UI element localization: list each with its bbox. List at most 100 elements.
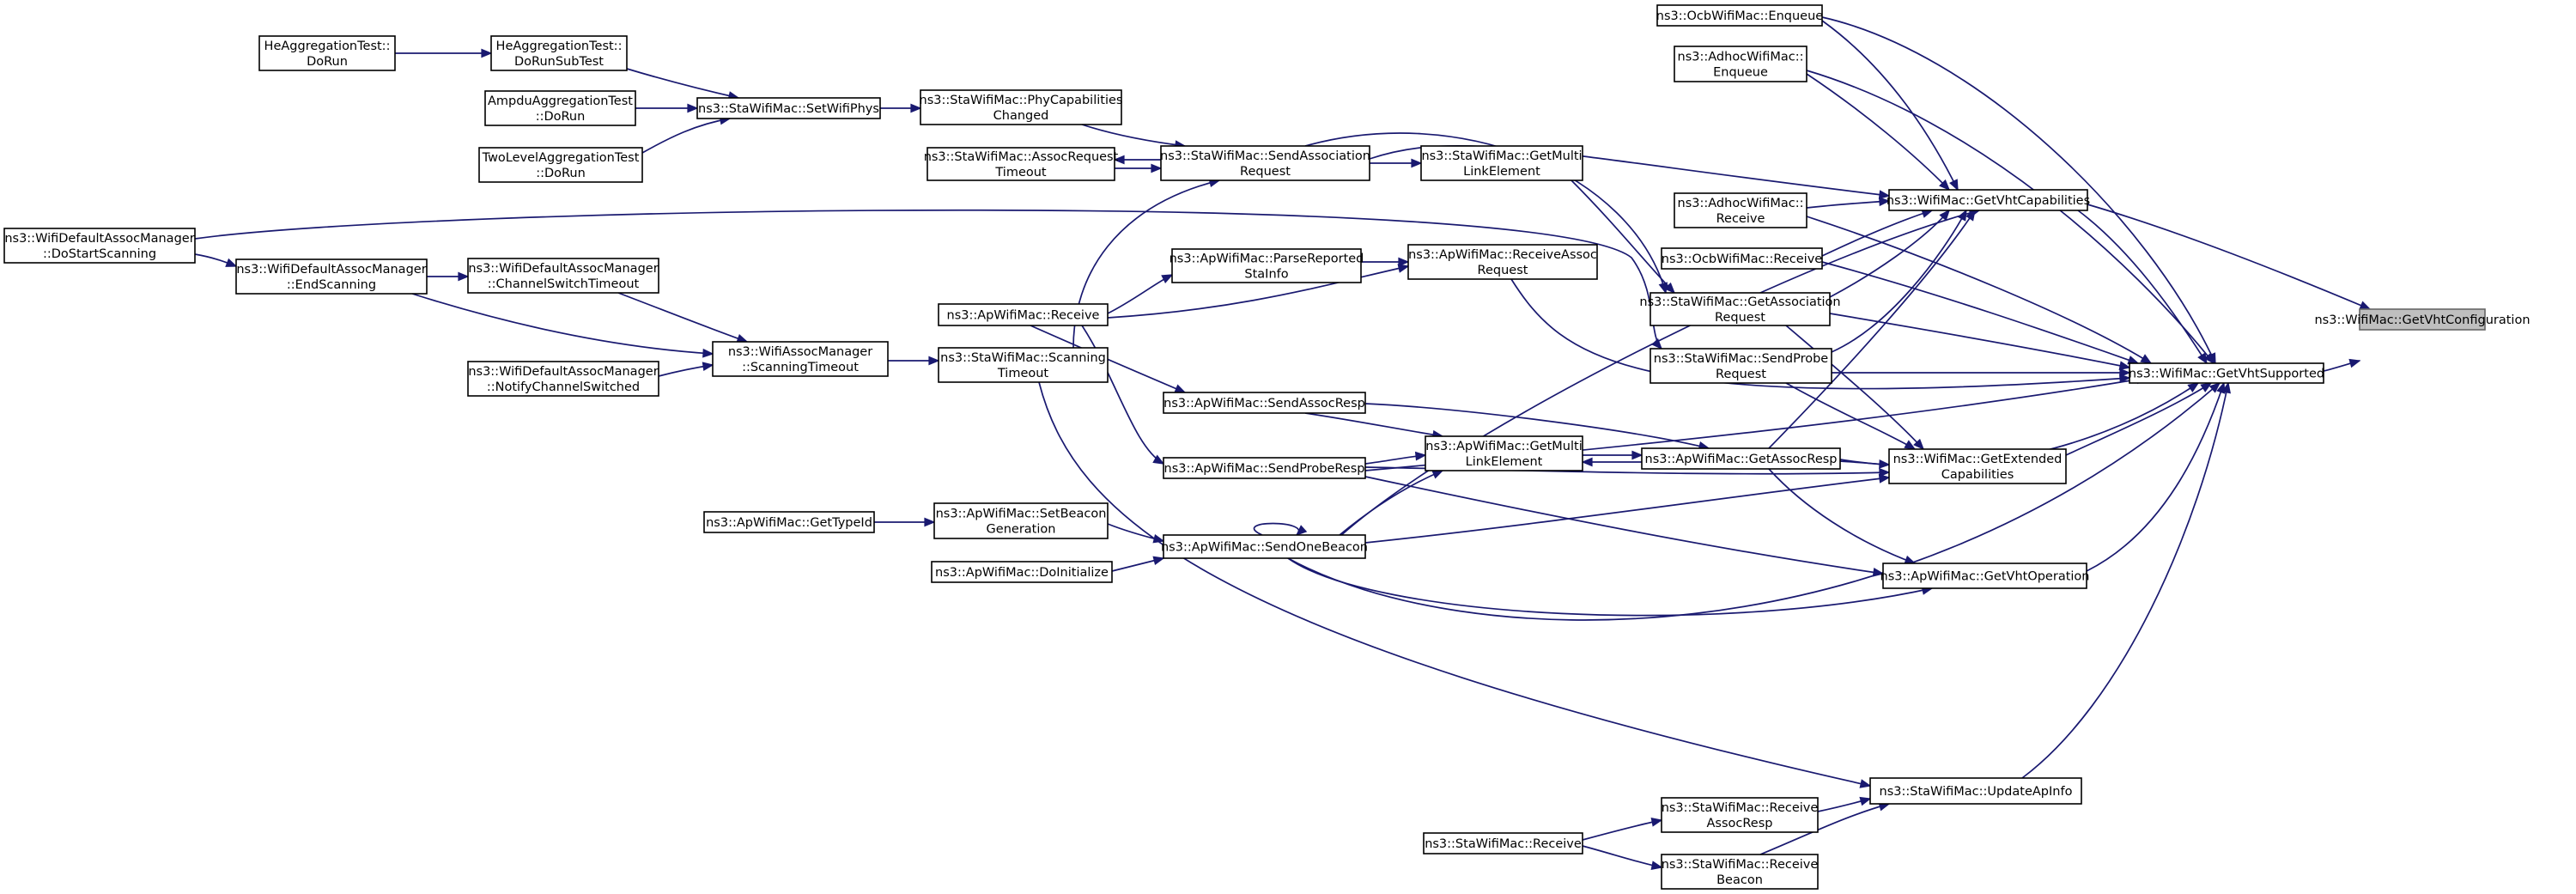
edge-line xyxy=(1785,325,1924,450)
edge-apsendoneb-to-apsendoneb xyxy=(1253,522,1308,537)
node-label: ::ScanningTimeout xyxy=(742,361,859,374)
node-assocmgrscan[interactable]: ns3::WifiAssocManager::ScanningTimeout xyxy=(712,341,889,377)
node-label: ns3::WifiMac::GetVhtConfiguration xyxy=(2314,313,2530,327)
edge-getvhtcap-to-getvhtsupp xyxy=(2077,210,2208,365)
arrowhead-icon xyxy=(1904,555,1917,565)
node-label: ns3::StaWifiMac::Receive xyxy=(1662,801,1819,815)
node-box xyxy=(938,303,1109,326)
node-getvhtsupp[interactable]: ns3::WifiMac::GetVhtSupported xyxy=(2129,362,2324,384)
node-apgetvhtop[interactable]: ns3::ApWifiMac::GetVhtOperation xyxy=(1880,563,2090,589)
edge-apdoinit-to-apsendoneb xyxy=(1111,556,1165,572)
arrowhead-icon xyxy=(1411,158,1423,168)
node-box xyxy=(931,561,1113,583)
node-box xyxy=(1420,145,1583,181)
node-label: ns3::ApWifiMac::GetVhtOperation xyxy=(1880,570,2090,584)
node-defnotify[interactable]: ns3::WifiDefaultAssocManager::NotifyChan… xyxy=(467,361,659,397)
node-ocbenqueue[interactable]: ns3::OcbWifiMac::Enqueue xyxy=(1656,4,1824,27)
edge-stasendprobe-to-getvhtsupp xyxy=(1832,368,2131,378)
node-label: ns3::OcbWifiMac::Receive xyxy=(1662,252,1822,266)
node-ocbreceive[interactable]: ns3::OcbWifiMac::Receive xyxy=(1661,247,1823,270)
node-box xyxy=(1163,457,1366,479)
node-box xyxy=(712,341,889,377)
node-updateapinfo[interactable]: ns3::StaWifiMac::UpdateApInfo xyxy=(1869,777,2082,805)
node-adhocenqueue[interactable]: ns3::AdhocWifiMac::Enqueue xyxy=(1674,46,1807,82)
node-getvhtconf[interactable]: ns3::WifiMac::GetVhtConfiguration xyxy=(2314,308,2530,331)
node-label: Request xyxy=(1478,264,1528,277)
node-ampdudorun[interactable]: AmpduAggregationTest::DoRun xyxy=(484,90,636,126)
node-apsendprobe[interactable]: ns3::ApWifiMac::SendProbeResp xyxy=(1163,457,1366,479)
node-label: Enqueue xyxy=(1713,66,1768,80)
node-label: ns3::WifiDefaultAssocManager xyxy=(4,232,194,246)
edge-stagetmultilink-to-stagetassocreq xyxy=(1571,179,1676,295)
node-defstartscan[interactable]: ns3::WifiDefaultAssocManager::DoStartSca… xyxy=(3,228,196,264)
node-apreceive[interactable]: ns3::ApWifiMac::Receive xyxy=(938,303,1109,326)
node-label: ns3::StaWifiMac::GetAssociation xyxy=(1639,295,1840,309)
node-apgettypeid[interactable]: ns3::ApWifiMac::GetTypeId xyxy=(703,511,875,533)
node-label: ::DoRun xyxy=(536,167,586,180)
node-label: ns3::WifiMac::GetVhtSupported xyxy=(2129,368,2324,381)
edge-hesubtest-to-stasetphys xyxy=(626,68,740,100)
node-getvhtcap[interactable]: ns3::WifiMac::GetVhtCapabilities xyxy=(1886,189,2090,211)
node-defendscan[interactable]: ns3::WifiDefaultAssocManager::EndScannin… xyxy=(235,258,428,295)
node-label: ns3::WifiMac::GetVhtCapabilities xyxy=(1886,194,2090,208)
node-hesubtest[interactable]: HeAggregationTest::DoRunSubTest xyxy=(490,35,628,71)
edge-ocbreceive-to-getvhtcap xyxy=(1821,209,1934,257)
node-apgetassocresp[interactable]: ns3::ApWifiMac::GetAssocResp xyxy=(1641,447,1841,470)
edge-apsendprobe-to-apgetmultilink xyxy=(1364,451,1427,465)
node-defchanswitch[interactable]: ns3::WifiDefaultAssocManager::ChannelSwi… xyxy=(467,258,659,294)
node-label: ns3::ApWifiMac::SendOneBeacon xyxy=(1161,541,1368,555)
node-label: ns3::ApWifiMac::Receive xyxy=(947,309,1100,323)
arrowhead-icon xyxy=(1631,450,1643,460)
node-box xyxy=(1661,247,1823,270)
node-stasetphys[interactable]: ns3::StaWifiMac::SetWifiPhys xyxy=(696,97,881,119)
node-apdoinit[interactable]: ns3::ApWifiMac::DoInitialize xyxy=(931,561,1113,583)
arrowhead-icon xyxy=(702,348,714,358)
node-label: ::ChannelSwitchTimeout xyxy=(488,277,640,291)
arrowhead-icon xyxy=(481,48,493,58)
node-label: ns3::AdhocWifiMac:: xyxy=(1678,51,1804,64)
node-box xyxy=(920,89,1122,125)
arrowhead-icon xyxy=(1581,457,1593,467)
node-stareceive[interactable]: ns3::StaWifiMac::Receive xyxy=(1423,832,1583,854)
node-adhocreceive[interactable]: ns3::AdhocWifiMac::Receive xyxy=(1674,192,1807,228)
edge-line xyxy=(626,68,739,99)
node-box xyxy=(2359,308,2486,331)
edge-line xyxy=(2065,382,2212,456)
arrowhead-icon xyxy=(1939,209,1951,222)
node-stascantimeout[interactable]: ns3::StaWifiMac::ScanningTimeout xyxy=(938,347,1109,383)
edge-getextcap-to-getvhtsupp xyxy=(2065,382,2213,456)
node-label: ns3::ApWifiMac::GetAssocResp xyxy=(1645,453,1838,466)
node-label: Request xyxy=(1716,368,1766,381)
edge-line xyxy=(1821,210,1933,257)
arrowhead-icon xyxy=(1161,274,1174,284)
edge-defnotify-to-assocmgrscan xyxy=(658,362,714,377)
node-label: AssocResp xyxy=(1707,817,1773,830)
arrowhead-icon xyxy=(928,356,940,366)
node-label: ::DoStartScanning xyxy=(43,247,156,261)
node-apsendoneb[interactable]: ns3::ApWifiMac::SendOneBeacon xyxy=(1161,534,1368,559)
arrowhead-icon xyxy=(2348,358,2361,368)
node-label: Receive xyxy=(1716,212,1765,226)
node-apsendassoc[interactable]: ns3::ApWifiMac::SendAssocResp xyxy=(1163,392,1366,414)
edge-line xyxy=(1806,216,2152,364)
arrowhead-icon xyxy=(1174,384,1187,393)
node-box xyxy=(1163,534,1366,559)
node-box xyxy=(696,97,881,119)
edge-line xyxy=(1339,210,1980,538)
node-box xyxy=(1641,447,1841,470)
node-twoleveldorun[interactable]: TwoLevelAggregationTest::DoRun xyxy=(478,147,643,183)
node-hedorun[interactable]: HeAggregationTest::DoRun xyxy=(258,35,396,71)
